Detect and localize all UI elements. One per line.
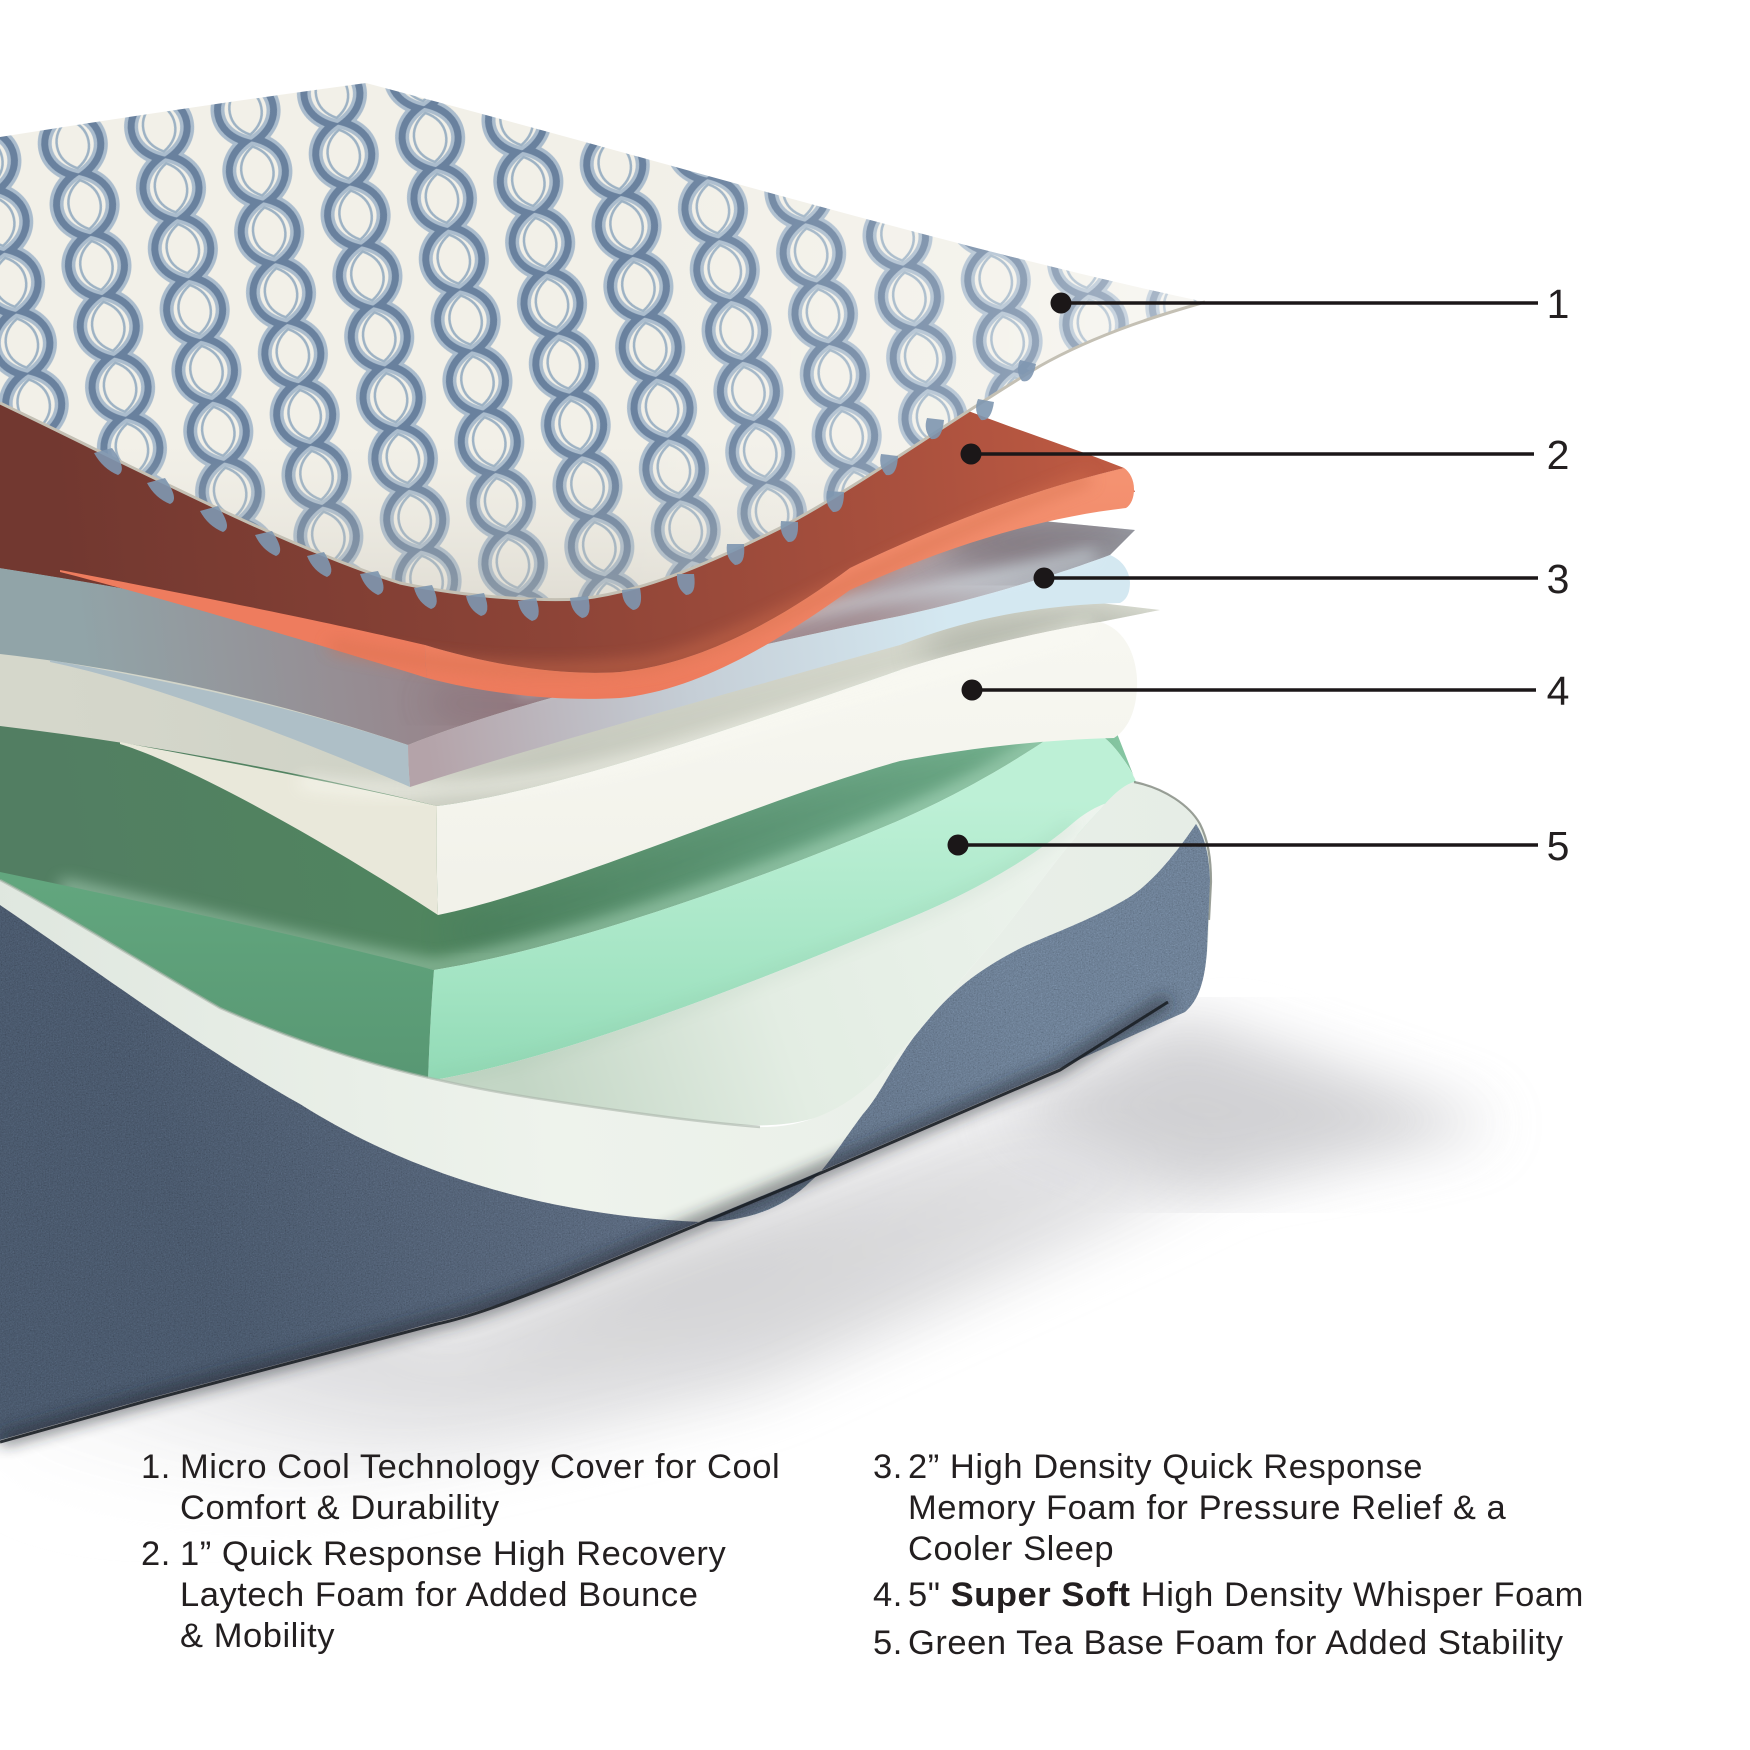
svg-text:2: 2 [1547, 432, 1570, 478]
svg-text:3: 3 [1547, 556, 1570, 602]
svg-text:1: 1 [1547, 281, 1570, 327]
svg-text:5: 5 [1547, 823, 1570, 869]
svg-text:4: 4 [1547, 668, 1570, 714]
